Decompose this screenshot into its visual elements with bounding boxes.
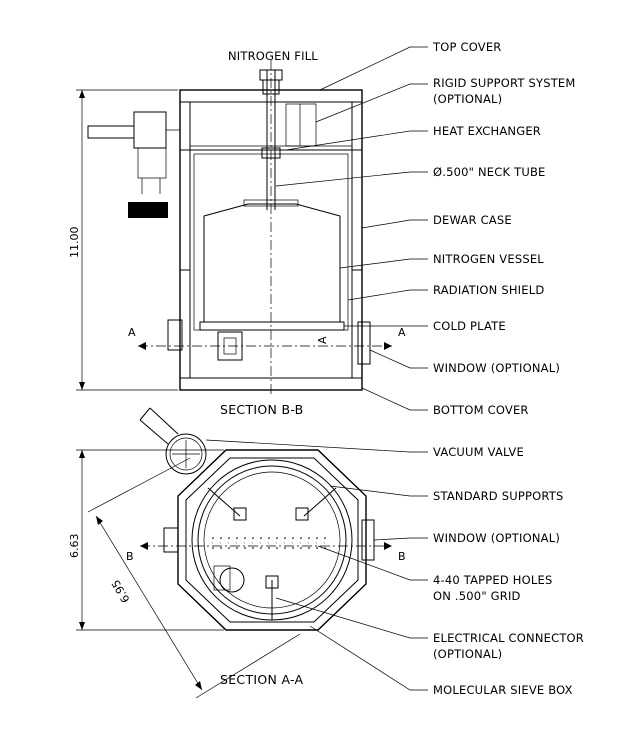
section-marker-b-right: B	[398, 550, 406, 563]
label-heat-exchanger: HEAT EXCHANGER	[433, 124, 541, 138]
section-marker-a-left: A	[128, 326, 136, 339]
nitrogen-vessel	[203, 199, 341, 323]
label-tapped-holes-1: 4-40 TAPPED HOLES	[433, 573, 552, 587]
label-radiation-shield: RADIATION SHIELD	[433, 283, 544, 297]
label-standard-supports: STANDARD SUPPORTS	[433, 489, 563, 503]
label-window-2: WINDOW (OPTIONAL)	[433, 531, 560, 545]
section-marker-a-right: A	[398, 326, 406, 339]
diagonal-dimension: 6.95	[87, 457, 301, 699]
label-electrical-connector-2: (OPTIONAL)	[433, 647, 502, 661]
side-port	[87, 111, 180, 218]
label-vacuum-valve: VACUUM VALVE	[433, 445, 524, 459]
section-bb-view: A A A 11.00 SECTION B-B	[68, 60, 406, 417]
label-cold-plate: COLD PLATE	[433, 319, 506, 333]
label-tapped-holes-2: ON .500" GRID	[433, 589, 521, 603]
tapped-holes-grid	[212, 537, 332, 549]
vacuum-valve	[139, 407, 207, 475]
diagonal-dimension-value: 6.95	[109, 577, 133, 605]
electrical-connector	[219, 567, 245, 593]
section-aa-title: SECTION A-A	[220, 672, 304, 687]
window	[167, 319, 371, 365]
width-dimension: 6.63	[68, 449, 224, 631]
label-rigid-support-2: (OPTIONAL)	[433, 92, 502, 106]
dewar-case	[179, 89, 363, 391]
label-nitrogen-vessel: NITROGEN VESSEL	[433, 252, 544, 266]
label-dewar-case: DEWAR CASE	[433, 213, 512, 227]
height-dimension: 11.00	[68, 89, 178, 391]
callout-labels: NITROGEN FILL TOP COVER RIGID SUPPORT SY…	[228, 40, 584, 697]
label-rigid-support-1: RIGID SUPPORT SYSTEM	[433, 76, 576, 90]
dewar-case-plan	[177, 449, 367, 631]
label-window-1: WINDOW (OPTIONAL)	[433, 361, 560, 375]
section-marker-b-left: B	[126, 550, 134, 563]
section-marker-a-center: A	[316, 336, 329, 344]
section-bb-title: SECTION B-B	[220, 402, 304, 417]
section-aa-view: B B 6.63 6.95 SECTION A-A	[68, 407, 406, 699]
height-dimension-value: 11.00	[68, 227, 81, 259]
label-electrical-connector-1: ELECTRICAL CONNECTOR	[433, 631, 584, 645]
label-molecular-sieve: MOLECULAR SIEVE BOX	[433, 683, 573, 697]
standard-supports	[207, 487, 337, 620]
label-neck-tube: Ø.500" NECK TUBE	[433, 165, 546, 179]
label-nitrogen-fill: NITROGEN FILL	[228, 49, 318, 63]
label-bottom-cover: BOTTOM COVER	[433, 403, 529, 417]
width-dimension-value: 6.63	[68, 534, 81, 559]
cold-plate	[199, 321, 345, 331]
leader-lines	[205, 46, 428, 691]
label-top-cover: TOP COVER	[432, 40, 501, 54]
